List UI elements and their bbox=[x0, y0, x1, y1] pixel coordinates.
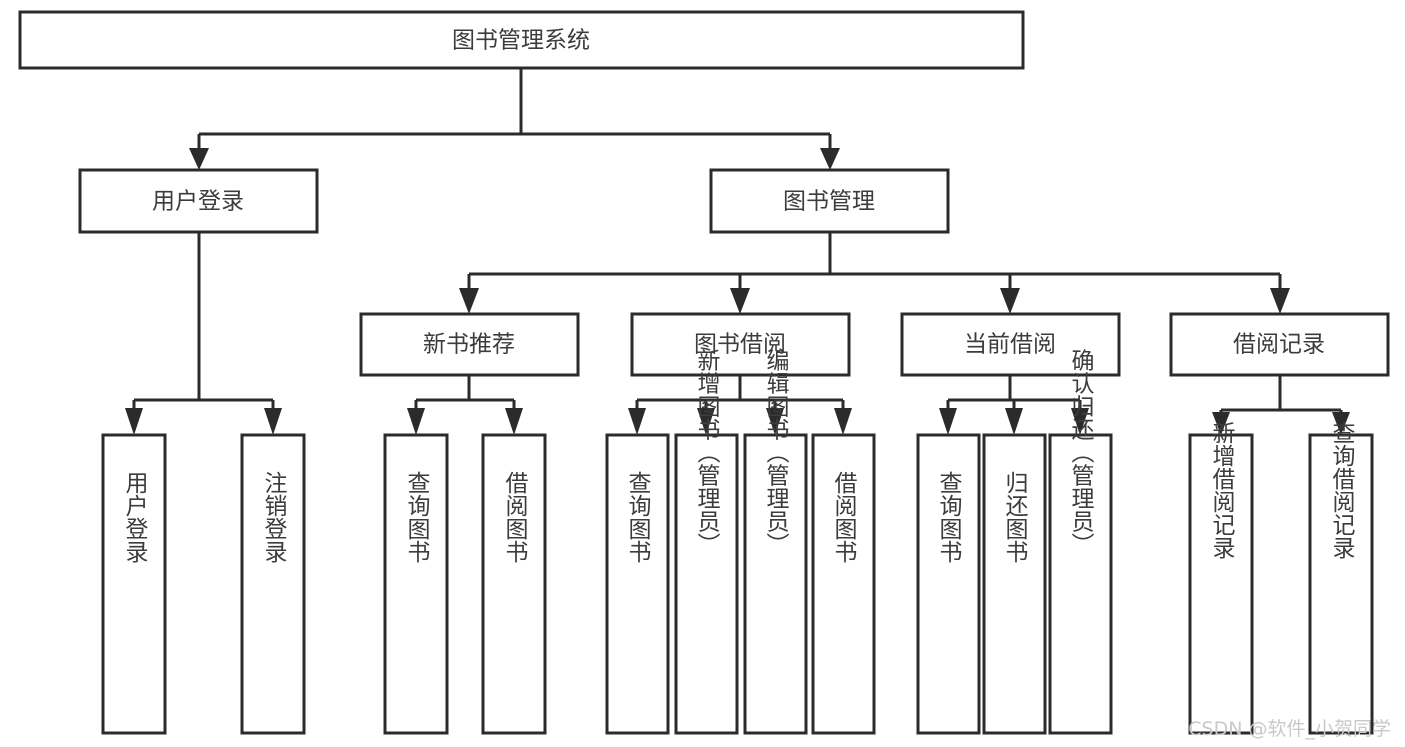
node-root[interactable]: 图书管理系统 bbox=[18, 10, 1025, 70]
leaf-edit-book-admin-box[interactable] bbox=[743, 433, 808, 735]
node-current-borrow-label: 当前借阅 bbox=[964, 332, 1056, 358]
node-book-borrow-box[interactable] bbox=[630, 312, 851, 377]
leaf-borrow-book-2-box[interactable] bbox=[811, 433, 876, 735]
leaf-confirm-return-admin[interactable]: 确认归还（管理员） bbox=[1048, 349, 1113, 735]
node-book-borrow-label: 图书借阅 bbox=[694, 332, 786, 358]
node-book-management-box[interactable] bbox=[709, 168, 950, 234]
leaf-add-borrow-record-box[interactable] bbox=[1188, 433, 1254, 735]
arrow-head-leaf-query-book-1 bbox=[407, 408, 425, 435]
node-root-label: 图书管理系统 bbox=[452, 28, 590, 54]
leaf-add-book-admin-box[interactable] bbox=[674, 433, 739, 735]
arrow-head-leaf-user-logout bbox=[264, 408, 282, 435]
node-new-book-recommend[interactable]: 新书推荐 bbox=[359, 312, 580, 377]
node-borrow-records-box[interactable] bbox=[1169, 312, 1390, 377]
leaf-edit-book-admin[interactable]: 编辑图书（管理员） bbox=[743, 349, 808, 735]
leaf-user-login-box[interactable] bbox=[101, 433, 167, 735]
leaf-return-book[interactable]: 归还图书 bbox=[982, 433, 1047, 735]
arrow-head-leaf-borrow-book-1 bbox=[505, 408, 523, 435]
leaf-add-borrow-record-label: 新增借阅记录 bbox=[1208, 421, 1236, 559]
leaf-edit-book-admin-label: 编辑图书（管理员） bbox=[762, 349, 790, 556]
arrow-head-borrow-records bbox=[1270, 288, 1290, 314]
arrow-head-leaf-query-book-2 bbox=[628, 408, 646, 435]
node-user-login[interactable]: 用户登录 bbox=[78, 168, 319, 234]
arrow-head-user-login bbox=[189, 148, 209, 170]
node-new-book-recommend-label: 新书推荐 bbox=[423, 332, 515, 358]
arrow-head-current-borrow bbox=[1000, 288, 1020, 314]
node-new-book-recommend-box[interactable] bbox=[359, 312, 580, 377]
node-book-management-label: 图书管理 bbox=[783, 189, 875, 215]
node-root-box[interactable] bbox=[18, 10, 1025, 70]
leaf-user-logout[interactable]: 注销登录 bbox=[240, 433, 306, 735]
arrow-head-leaf-user-login bbox=[125, 408, 143, 435]
leaf-query-book-1-label: 查询图书 bbox=[403, 471, 431, 563]
leaf-confirm-return-admin-box[interactable] bbox=[1048, 433, 1113, 735]
leaf-user-login-label: 用户登录 bbox=[121, 471, 149, 563]
node-user-login-box[interactable] bbox=[78, 168, 319, 234]
leaf-borrow-book-2[interactable]: 借阅图书 bbox=[811, 433, 876, 735]
arrow-head-leaf-confirm-return-admin bbox=[1071, 408, 1089, 435]
leaf-borrow-book-1-label: 借阅图书 bbox=[501, 471, 529, 563]
leaf-query-book-2-label: 查询图书 bbox=[624, 471, 652, 563]
arrow-head-leaf-borrow-book-2 bbox=[834, 408, 852, 435]
arrow-head-leaf-return-book bbox=[1005, 408, 1023, 435]
leaf-query-borrow-record-label: 查询借阅记录 bbox=[1328, 421, 1356, 559]
node-book-management[interactable]: 图书管理 bbox=[709, 168, 950, 234]
leaf-borrow-book-2-label: 借阅图书 bbox=[830, 471, 858, 563]
leaf-query-book-3-label: 查询图书 bbox=[935, 471, 963, 563]
arrow-head-leaf-query-borrow-record bbox=[1332, 412, 1350, 435]
node-current-borrow[interactable]: 当前借阅 bbox=[900, 312, 1121, 377]
leaf-query-book-3-box[interactable] bbox=[916, 433, 981, 735]
arrow-head-leaf-add-borrow-record bbox=[1212, 412, 1230, 435]
arrow-head-leaf-query-book-3 bbox=[939, 408, 957, 435]
leaf-return-book-box[interactable] bbox=[982, 433, 1047, 735]
leaf-borrow-book-1-box[interactable] bbox=[481, 433, 547, 735]
arrow-head-book-management bbox=[820, 148, 840, 170]
node-current-borrow-box[interactable] bbox=[900, 312, 1121, 377]
leaf-user-logout-box[interactable] bbox=[240, 433, 306, 735]
arrow-head-new-book-recommend bbox=[459, 288, 479, 314]
leaf-add-borrow-record[interactable]: 新增借阅记录 bbox=[1188, 421, 1254, 735]
leaf-add-book-admin[interactable]: 新增图书（管理员） bbox=[674, 349, 739, 735]
arrow-head-leaf-edit-book-admin bbox=[766, 408, 784, 435]
leaf-user-login[interactable]: 用户登录 bbox=[101, 433, 167, 735]
connector-layer bbox=[125, 68, 1350, 435]
leaf-query-book-1-box[interactable] bbox=[383, 433, 449, 735]
leaf-query-book-1[interactable]: 查询图书 bbox=[383, 433, 449, 735]
leaf-query-book-2[interactable]: 查询图书 bbox=[605, 433, 670, 735]
leaf-add-book-admin-label: 新增图书（管理员） bbox=[693, 349, 721, 556]
node-user-login-label: 用户登录 bbox=[152, 189, 244, 215]
leaf-query-book-2-box[interactable] bbox=[605, 433, 670, 735]
leaf-query-borrow-record[interactable]: 查询借阅记录 bbox=[1308, 421, 1374, 735]
arrow-head-book-borrow bbox=[730, 288, 750, 314]
leaf-borrow-book-1[interactable]: 借阅图书 bbox=[481, 433, 547, 735]
node-borrow-records-label: 借阅记录 bbox=[1233, 332, 1325, 358]
node-book-borrow[interactable]: 图书借阅 bbox=[630, 312, 851, 377]
leaf-confirm-return-admin-label: 确认归还（管理员） bbox=[1067, 349, 1095, 556]
node-borrow-records[interactable]: 借阅记录 bbox=[1169, 312, 1390, 377]
leaf-query-borrow-record-box[interactable] bbox=[1308, 433, 1374, 735]
leaf-return-book-label: 归还图书 bbox=[1001, 471, 1029, 563]
leaf-user-logout-label: 注销登录 bbox=[260, 471, 288, 563]
leaf-query-book-3[interactable]: 查询图书 bbox=[916, 433, 981, 735]
arrow-head-leaf-add-book-admin bbox=[697, 408, 715, 435]
